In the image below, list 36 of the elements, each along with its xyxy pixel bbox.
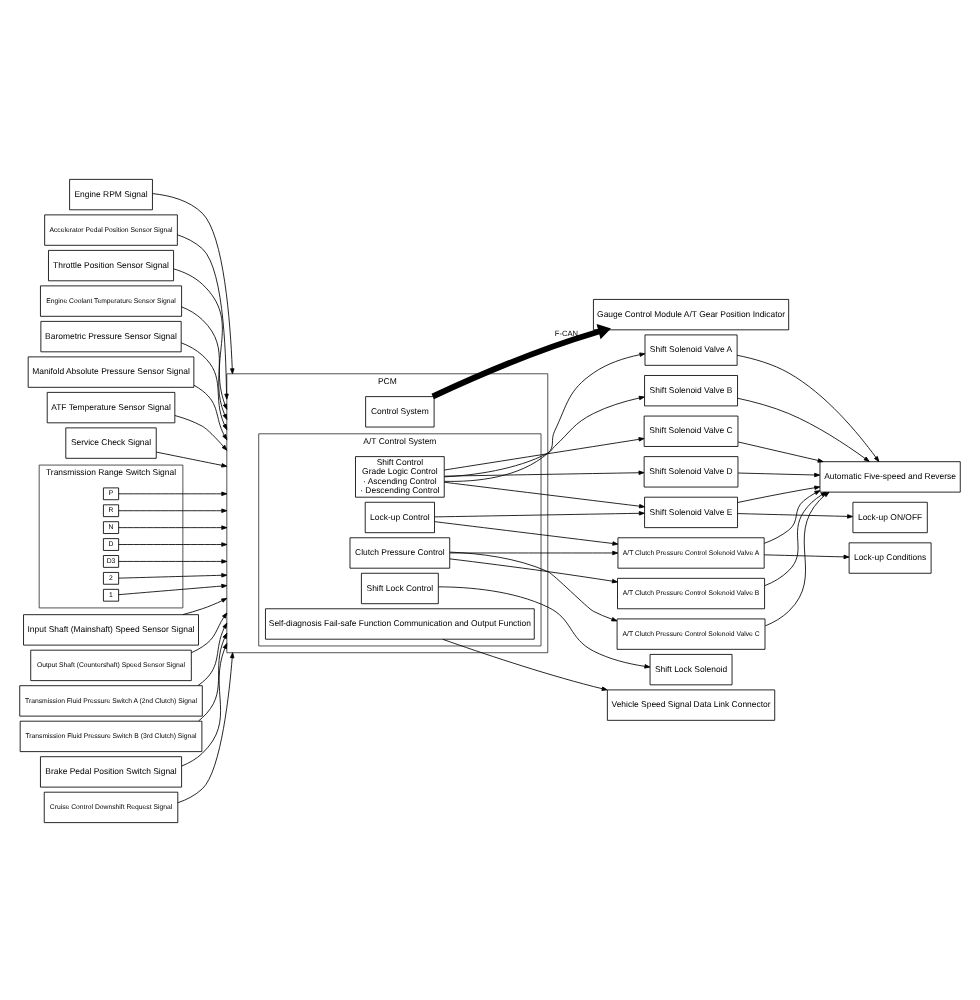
arrow xyxy=(434,520,619,545)
arrow xyxy=(434,510,645,517)
arrow xyxy=(181,611,228,766)
arrow xyxy=(431,323,611,399)
arrow xyxy=(155,450,228,467)
arrow xyxy=(736,353,880,461)
arrow xyxy=(118,490,228,495)
arrow xyxy=(737,471,821,477)
arrow xyxy=(737,484,821,502)
arrow xyxy=(118,541,228,546)
arrow xyxy=(737,396,870,461)
arrow xyxy=(764,490,827,586)
arrow xyxy=(737,440,824,462)
arrow xyxy=(449,557,618,583)
arrow xyxy=(449,549,619,555)
arrow xyxy=(174,414,228,450)
arrow xyxy=(443,394,645,477)
arrow xyxy=(443,469,645,476)
arrow xyxy=(737,512,854,518)
arrow xyxy=(763,489,821,543)
arrow xyxy=(118,558,228,563)
arrow xyxy=(764,490,830,626)
arrow xyxy=(182,596,228,615)
arrow xyxy=(118,572,228,578)
arrow xyxy=(152,192,235,440)
arrow xyxy=(438,585,651,668)
arrow xyxy=(763,553,850,559)
arrow xyxy=(118,507,228,512)
arrow xyxy=(449,550,618,621)
arrow xyxy=(443,436,645,470)
arrow xyxy=(443,351,646,481)
arrow xyxy=(443,480,645,508)
arrow xyxy=(118,524,228,529)
arrow xyxy=(118,582,228,595)
arrow xyxy=(442,637,608,690)
arrow xyxy=(177,651,235,803)
